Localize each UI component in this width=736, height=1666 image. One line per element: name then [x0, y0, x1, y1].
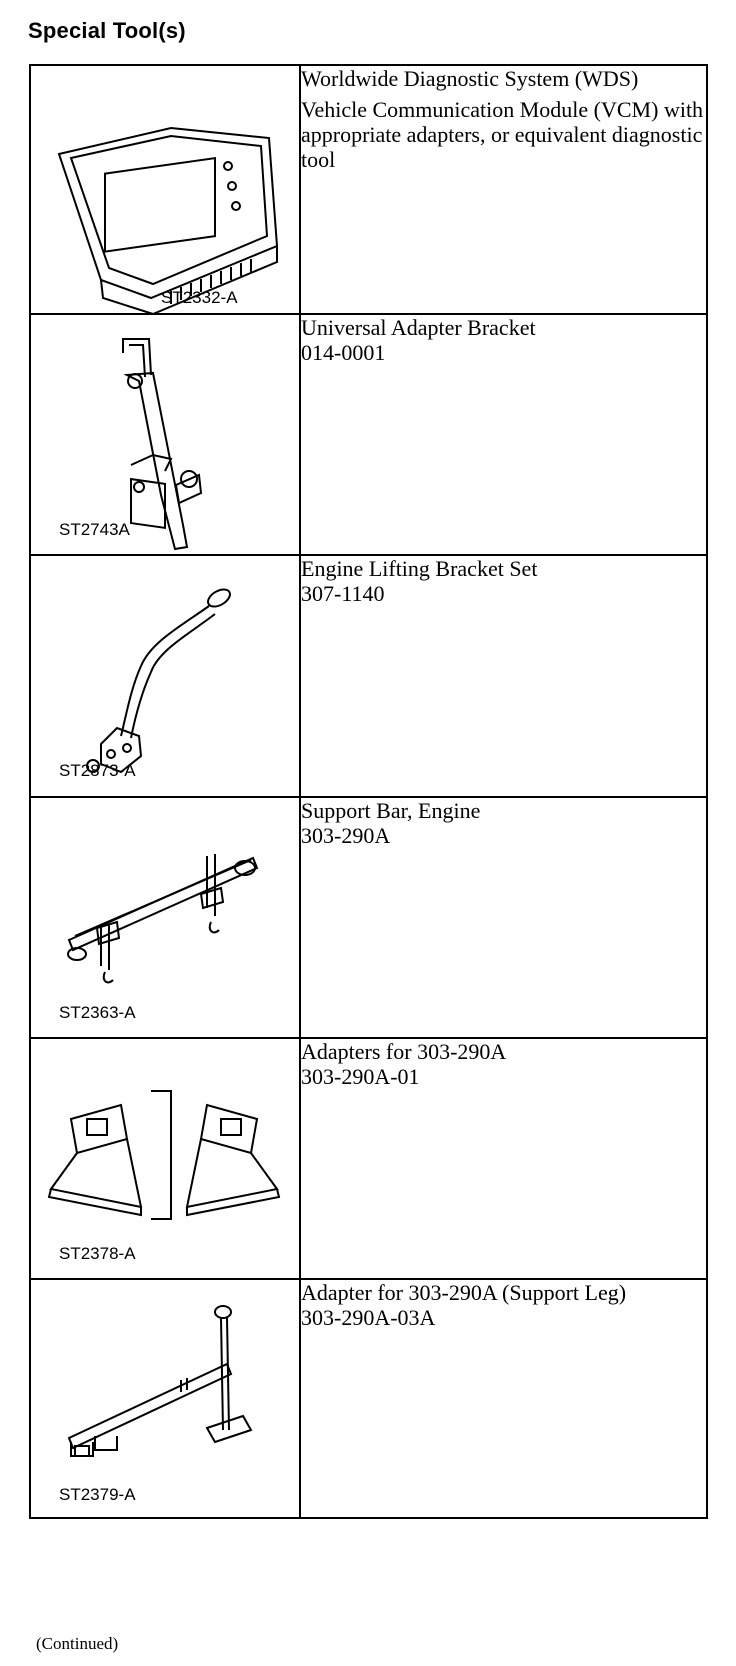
tool-part-number: 014-0001	[301, 340, 386, 365]
adapter-bracket-illustration	[122, 338, 203, 551]
tool-code: ST2363-A	[59, 1003, 136, 1022]
page-title: Special Tool(s)	[28, 18, 186, 43]
tool-name: Adapter for 303-290A (Support Leg)	[301, 1280, 627, 1305]
tool-name: Adapters for 303-290A	[301, 1039, 507, 1064]
diagnostic-tool-illustration	[57, 126, 279, 315]
tool-part-number: 303-290A	[301, 823, 391, 848]
support-bar-illustration	[67, 854, 259, 984]
tool-image-cell: ST2378-A	[29, 1037, 301, 1280]
tool-part-number: 303-290A-01	[301, 1064, 420, 1089]
tool-description: Support Bar, Engine 303-290A	[299, 796, 708, 1039]
adapters-illustration	[47, 1090, 281, 1220]
tool-detail: Vehicle Communication Module (VCM) with …	[301, 97, 704, 172]
tool-description: Adapters for 303-290A 303-290A-01	[299, 1037, 708, 1280]
tool-image-cell: ST2743A	[29, 313, 301, 556]
tool-image-cell: ST2379-A	[29, 1278, 301, 1519]
table-row: ST2332-A Worldwide Diagnostic System (WD…	[29, 64, 708, 315]
special-tools-table: ST2332-A Worldwide Diagnostic System (WD…	[29, 64, 708, 1519]
tool-code: ST2378-A	[59, 1244, 136, 1263]
tool-description: Engine Lifting Bracket Set 307-1140	[299, 554, 708, 798]
tool-name: Worldwide Diagnostic System (WDS)	[301, 66, 639, 91]
tool-name: Support Bar, Engine	[301, 798, 481, 823]
tool-part-number: 303-290A-03A	[301, 1305, 436, 1330]
tool-name: Universal Adapter Bracket	[301, 315, 536, 340]
tool-part-number: 307-1140	[301, 581, 385, 606]
tool-image-cell: ST2363-A	[29, 796, 301, 1039]
tool-image-cell: ST2332-A	[29, 64, 301, 315]
tool-code: ST2873-A	[59, 761, 136, 780]
tool-image-cell: ST2873-A	[29, 554, 301, 798]
table-row: ST2378-A Adapters for 303-290A 303-290A-…	[29, 1037, 708, 1280]
table-row: ST2873-A Engine Lifting Bracket Set 307-…	[29, 554, 708, 798]
continued-note: (Continued)	[36, 1634, 119, 1653]
table-row: ST2379-A Adapter for 303-290A (Support L…	[29, 1278, 708, 1519]
tool-description: Worldwide Diagnostic System (WDS) Vehicl…	[299, 64, 708, 315]
tool-code: ST2743A	[59, 520, 130, 539]
tool-code: ST2332-A	[161, 288, 238, 307]
lifting-bracket-illustration	[86, 588, 231, 774]
support-leg-illustration	[67, 1305, 253, 1457]
table-row: ST2743A Universal Adapter Bracket 014-00…	[29, 313, 708, 556]
table-row: ST2363-A Support Bar, Engine 303-290A	[29, 796, 708, 1039]
tool-name: Engine Lifting Bracket Set	[301, 556, 538, 581]
tool-description: Adapter for 303-290A (Support Leg) 303-2…	[299, 1278, 708, 1519]
tool-code: ST2379-A	[59, 1485, 136, 1504]
tool-description: Universal Adapter Bracket 014-0001	[299, 313, 708, 556]
